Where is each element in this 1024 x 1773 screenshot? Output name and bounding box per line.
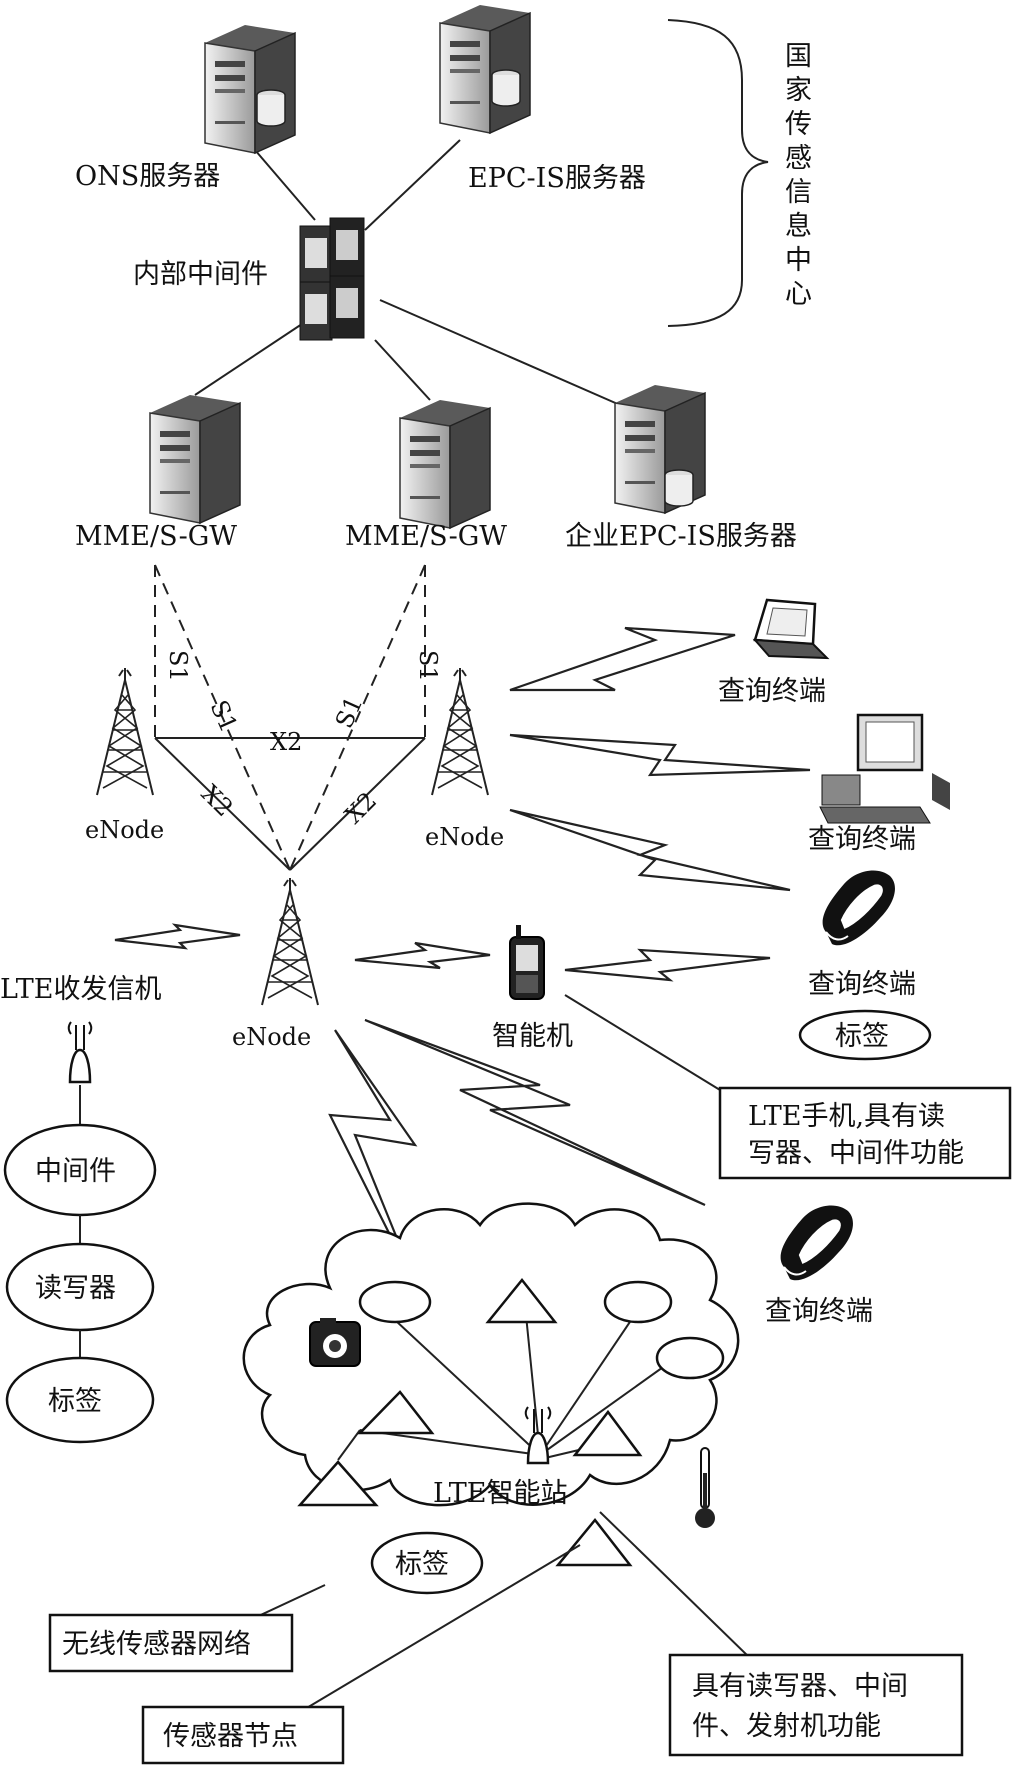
wsn-thermometer-icon <box>695 1447 715 1528</box>
sensor-node-callout-box <box>141 1705 345 1765</box>
s1-label-c: S1 <box>330 692 368 732</box>
wsn-node-triangle-1 <box>485 1277 558 1324</box>
lte-transceiver-label: LTE收发信机 <box>0 974 161 1005</box>
internal-middleware-icon <box>299 217 365 341</box>
enode-center-tower-icon <box>261 877 319 1006</box>
handheld-terminal-icon <box>821 869 896 947</box>
center-brace-char: 传 <box>785 109 812 140</box>
center-brace-char: 国 <box>785 41 812 72</box>
lte-smart-station-label: LTE智能站 <box>433 1478 567 1509</box>
ons-server-icon <box>204 24 296 154</box>
enode-left-label: eNode <box>85 816 164 844</box>
mme-left-label: MME/S-GW <box>75 521 237 552</box>
wsn-network-callout-box <box>48 1613 294 1673</box>
smartphone-callout-line2: 写器、中间件功能 <box>748 1138 964 1169</box>
wsn-node-triangle-2 <box>357 1390 435 1435</box>
s1-label-a: S1 <box>164 650 192 682</box>
internal-middleware-label: 内部中间件 <box>133 259 268 290</box>
mme-right-server-icon <box>399 399 491 529</box>
chain-middleware-label: 中间件 <box>35 1156 116 1187</box>
handheld-terminal-lower-label: 查询终端 <box>765 1296 873 1327</box>
laptop-terminal-label: 查询终端 <box>718 676 826 707</box>
wsn-node-triangle-5 <box>555 1517 633 1567</box>
handheld-tag-label: 标签 <box>835 1021 889 1052</box>
chain-reader-label: 读写器 <box>35 1273 116 1304</box>
wsn-node-triangle-3 <box>297 1460 379 1507</box>
handheld-terminal-label: 查询终端 <box>808 969 916 1000</box>
center-brace-char: 家 <box>785 75 812 106</box>
center-brace-char: 心 <box>785 279 812 310</box>
desktop-computer-icon <box>819 713 950 824</box>
lte-transceiver-antenna-icon <box>67 1021 93 1084</box>
mme-right-label: MME/S-GW <box>345 521 507 552</box>
x2-label-top: X2 <box>270 728 302 756</box>
handheld-tag-ellipse <box>798 1009 932 1061</box>
laptop-icon <box>752 598 830 660</box>
epcis-server-label: EPC-IS服务器 <box>468 163 646 194</box>
wsn-node-ellipse-2 <box>603 1280 673 1324</box>
wsn-network-label: 无线传感器网络 <box>62 1629 251 1660</box>
center-brace-char: 息 <box>785 211 812 242</box>
wsn-node-ellipse-1 <box>358 1280 432 1324</box>
enode-right-label: eNode <box>425 823 504 851</box>
wsn-node-ellipse-3 <box>655 1336 725 1380</box>
smartphone-label: 智能机 <box>492 1021 573 1052</box>
core-network-section: MME/S-GW MME/S-GW 企业EPC-IS服务器 <box>75 384 797 552</box>
chain-tag-label: 标签 <box>48 1386 102 1417</box>
desktop-terminal-label: 查询终端 <box>808 824 916 855</box>
smartphone-icon <box>509 925 545 1000</box>
sensor-node-label: 传感器节点 <box>163 1721 298 1752</box>
smartphone-callout-box <box>718 1086 1012 1180</box>
enode-center-label: eNode <box>232 1023 311 1051</box>
ons-server-label: ONS服务器 <box>75 161 220 192</box>
wsn-tag-ellipse <box>370 1531 484 1595</box>
smartphone-callout-line1: LTE手机,具有读 <box>748 1101 945 1132</box>
lte-smart-station-antenna-icon <box>524 1406 552 1465</box>
enode-right-tower-icon <box>431 667 489 796</box>
center-brace-char: 信 <box>785 177 812 208</box>
station-callout-line2: 件、发射机功能 <box>692 1711 881 1742</box>
station-callout-line1: 具有读写器、中间 <box>692 1671 908 1702</box>
epcis-server-icon <box>439 4 531 134</box>
enterprise-epcis-label: 企业EPC-IS服务器 <box>565 521 797 552</box>
enterprise-epcis-server-icon <box>614 384 706 514</box>
interface-links: S1 S1 S1 S1 X2 X2 X2 <box>154 564 442 871</box>
center-brace <box>667 19 769 327</box>
wsn-node-triangle-4 <box>572 1409 643 1457</box>
wsn-tag-label: 标签 <box>395 1549 449 1580</box>
center-brace-char: 感 <box>785 143 812 174</box>
x2-label-right: X2 <box>339 787 382 830</box>
s1-label-b: S1 <box>205 696 243 736</box>
enode-left-tower-icon <box>96 667 154 796</box>
x2-label-left: X2 <box>196 779 239 822</box>
center-brace-char: 中 <box>785 245 812 276</box>
wsn-camera-icon <box>309 1318 361 1367</box>
mme-left-server-icon <box>149 394 241 524</box>
s1-label-d: S1 <box>414 650 442 682</box>
chain-tag-ellipse <box>5 1356 155 1444</box>
station-callout-box <box>668 1653 964 1757</box>
handheld-terminal-lower-icon <box>779 1204 854 1282</box>
